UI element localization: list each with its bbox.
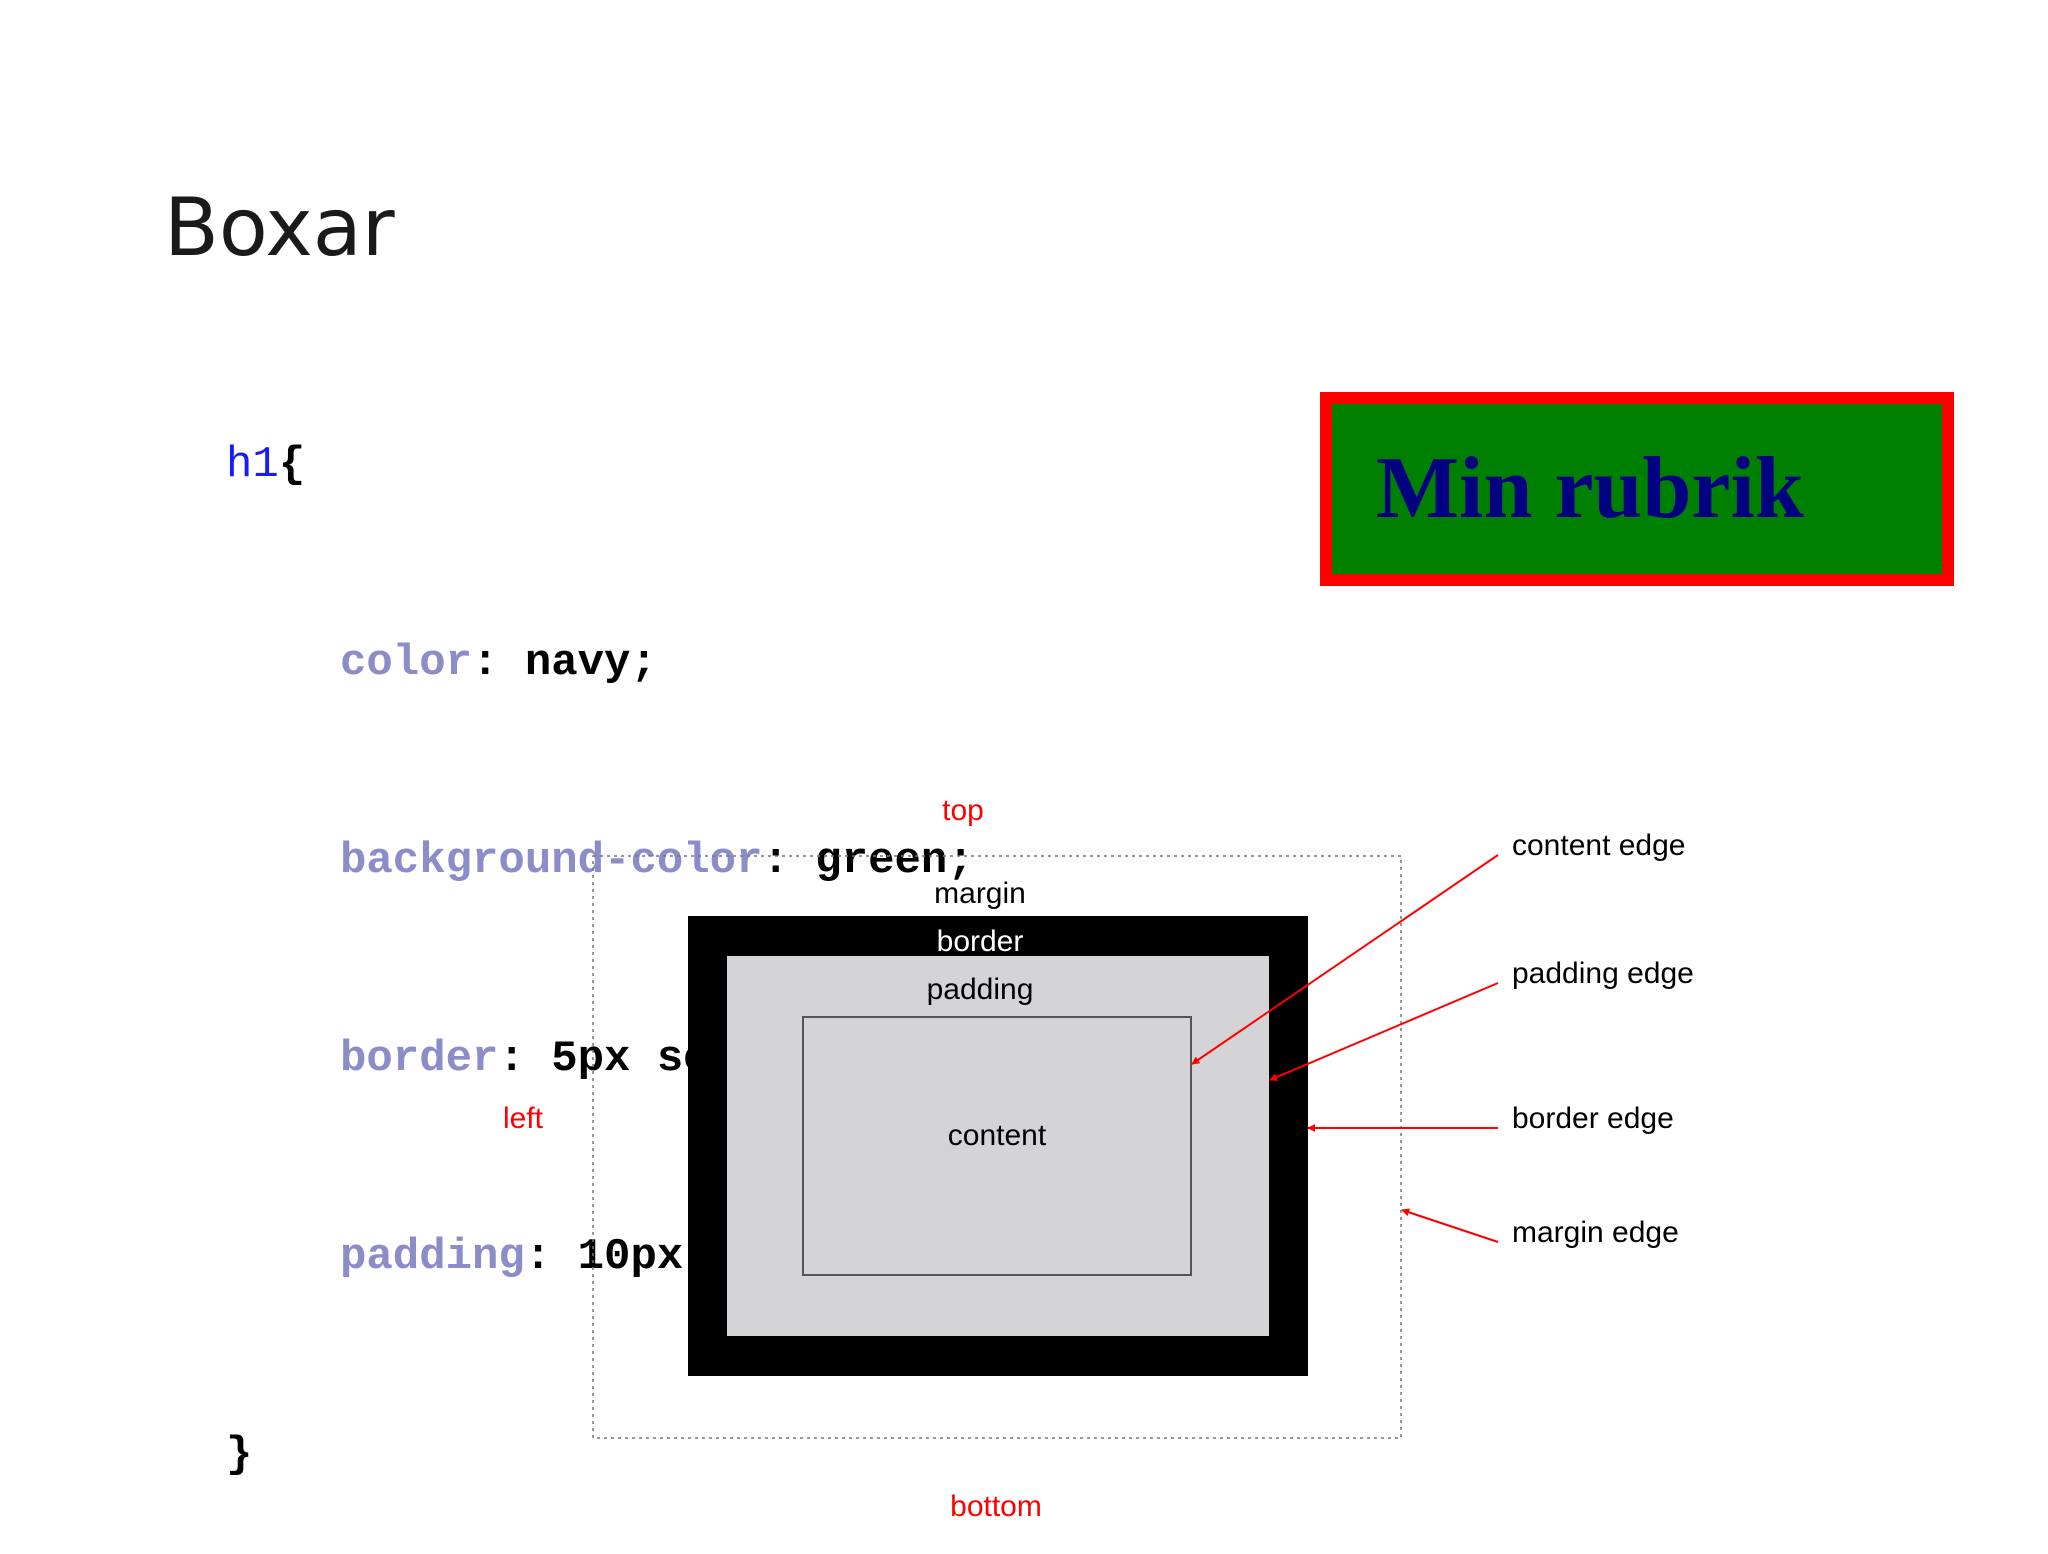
- padding-edge-arrow: [1269, 982, 1499, 1081]
- code-line-declaration: color: navy;: [340, 638, 657, 688]
- demo-heading-text: Min rubrik: [1376, 440, 1804, 537]
- code-line-selector: h1{: [226, 432, 974, 498]
- content-label: content: [948, 1119, 1047, 1152]
- content-edge-arrow: [1191, 854, 1499, 1065]
- border-edge-label: border edge: [1512, 1102, 1674, 1135]
- css-property: border: [340, 1034, 499, 1084]
- top-label: top: [942, 794, 984, 827]
- css-value: green;: [815, 836, 974, 886]
- bottom-label: bottom: [950, 1490, 1042, 1523]
- close-brace: }: [226, 1430, 253, 1480]
- open-brace: {: [278, 440, 306, 490]
- margin-area: [592, 855, 1402, 1439]
- margin-edge-arrow: [1401, 1208, 1499, 1243]
- css-property: background-color: [340, 836, 763, 886]
- slide-title: Boxar: [164, 181, 395, 274]
- demo-heading-box: Min rubrik: [1320, 392, 1954, 586]
- margin-label: margin: [934, 877, 1026, 910]
- css-selector: h1: [226, 440, 279, 490]
- content-edge-label: content edge: [1512, 829, 1685, 862]
- content-area: [802, 1016, 1192, 1276]
- css-property: color: [340, 638, 473, 688]
- code-line-declaration: padding: 10px;: [340, 1232, 710, 1282]
- padding-label: padding: [927, 973, 1034, 1006]
- border-label: border: [937, 925, 1024, 958]
- css-value: navy;: [524, 638, 657, 688]
- code-line-close: }: [226, 1422, 974, 1488]
- padding-edge-label: padding edge: [1512, 957, 1694, 990]
- left-label: left: [503, 1102, 544, 1135]
- code-line-declaration: background-color: green;: [340, 836, 974, 886]
- css-property: padding: [340, 1232, 525, 1282]
- margin-edge-label: margin edge: [1512, 1216, 1679, 1249]
- css-value: 10px;: [577, 1232, 710, 1282]
